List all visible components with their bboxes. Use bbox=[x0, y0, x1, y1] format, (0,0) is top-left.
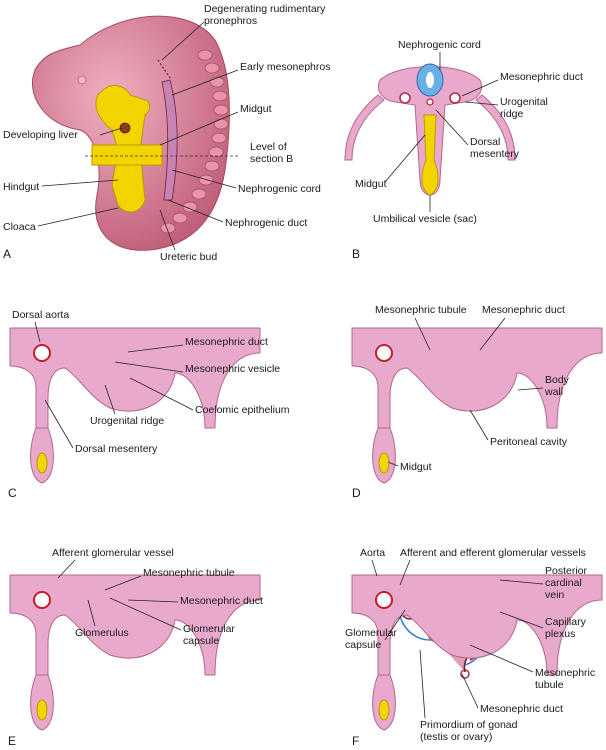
aorta-b-left bbox=[399, 92, 411, 104]
e-midgut bbox=[36, 699, 48, 721]
label-cloaca: Cloaca bbox=[3, 221, 36, 233]
label-b-mesonephric-duct: Mesonephric duct bbox=[500, 71, 583, 83]
label-d-mesonephric-duct: Mesonephric duct bbox=[482, 304, 565, 316]
label-c-urogenital-ridge: Urogenital ridge bbox=[90, 415, 164, 427]
label-f-primordium: Primordium of gonad(testis or ovary) bbox=[420, 719, 518, 743]
label-f-mesonephric-duct: Mesonephric duct bbox=[480, 703, 563, 715]
label-ureteric-bud: Ureteric bud bbox=[160, 251, 217, 263]
f-midgut bbox=[378, 699, 390, 721]
label-c-coelomic-epithelium: Coelomic epithelium bbox=[195, 404, 290, 416]
neural-canal bbox=[426, 72, 434, 88]
panel-e: Afferent glomerular vessel Mesonephric t… bbox=[8, 547, 263, 748]
d-midgut bbox=[378, 452, 390, 474]
otic-vesicle bbox=[77, 75, 87, 85]
label-f-aorta: Aorta bbox=[360, 547, 385, 559]
label-e-mesonephric-duct: Mesonephric duct bbox=[180, 595, 263, 607]
label-nephrogenic-duct: Nephrogenic duct bbox=[225, 217, 307, 229]
label-b-nephrogenic-cord: Nephrogenic cord bbox=[398, 39, 481, 51]
label-early-mesonephros: Early mesonephros bbox=[240, 61, 330, 73]
label-midgut: Midgut bbox=[240, 103, 272, 115]
panel-b: Nephrogenic cord Mesonephric duct Urogen… bbox=[344, 39, 583, 261]
panel-f: Aorta Afferent and efferent glomerular v… bbox=[345, 547, 603, 748]
label-d-mesonephric-tubule: Mesonephric tubule bbox=[375, 304, 467, 316]
midgut-b bbox=[421, 114, 439, 196]
panel-letter-d: D bbox=[352, 486, 361, 500]
liver-bud bbox=[119, 122, 131, 134]
label-d-midgut: Midgut bbox=[400, 461, 432, 473]
panel-letter-f: F bbox=[352, 734, 359, 748]
label-c-dorsal-aorta: Dorsal aorta bbox=[12, 309, 69, 321]
c-midgut bbox=[36, 452, 48, 474]
label-c-mesonephric-duct: Mesonephric duct bbox=[185, 336, 268, 348]
c-aorta bbox=[33, 344, 51, 362]
panel-d: Mesonephric tubule Mesonephric duct Body… bbox=[351, 304, 603, 500]
aorta-b-right bbox=[449, 92, 461, 104]
label-b-midgut: Midgut bbox=[355, 178, 387, 190]
label-nephrogenic-cord: Nephrogenic cord bbox=[238, 183, 321, 195]
panel-letter-c: C bbox=[8, 486, 17, 500]
label-liver: Developing liver bbox=[3, 129, 78, 141]
yolk-stalk bbox=[91, 144, 163, 166]
panel-letter-a: A bbox=[3, 247, 11, 261]
panel-c: Dorsal aorta Mesonephric duct Mesonephri… bbox=[8, 309, 290, 500]
somites bbox=[160, 49, 229, 234]
label-e-afferent-vessel: Afferent glomerular vessel bbox=[52, 547, 174, 559]
section-b-left-wall bbox=[344, 94, 385, 161]
label-d-peritoneal-cavity: Peritoneal cavity bbox=[490, 436, 568, 448]
panel-letter-e: E bbox=[8, 734, 16, 748]
e-aorta bbox=[33, 591, 51, 609]
f-aorta bbox=[375, 591, 393, 609]
label-b-umbilical: Umbilical vesicle (sac) bbox=[373, 213, 477, 225]
label-e-glomerulus: Glomerulus bbox=[75, 627, 129, 639]
label-c-mesonephric-vesicle: Mesonephric vesicle bbox=[185, 363, 280, 375]
label-c-dorsal-mesentery: Dorsal mesentery bbox=[75, 443, 158, 455]
label-f-afferent-efferent: Afferent and efferent glomerular vessels bbox=[400, 547, 586, 559]
d-aorta bbox=[375, 344, 393, 362]
label-hindgut: Hindgut bbox=[3, 181, 39, 193]
label-e-mesonephric-tubule: Mesonephric tubule bbox=[143, 567, 235, 579]
notochord bbox=[426, 98, 434, 106]
panel-letter-b: B bbox=[352, 247, 360, 261]
section-b-right-wall bbox=[475, 94, 516, 161]
